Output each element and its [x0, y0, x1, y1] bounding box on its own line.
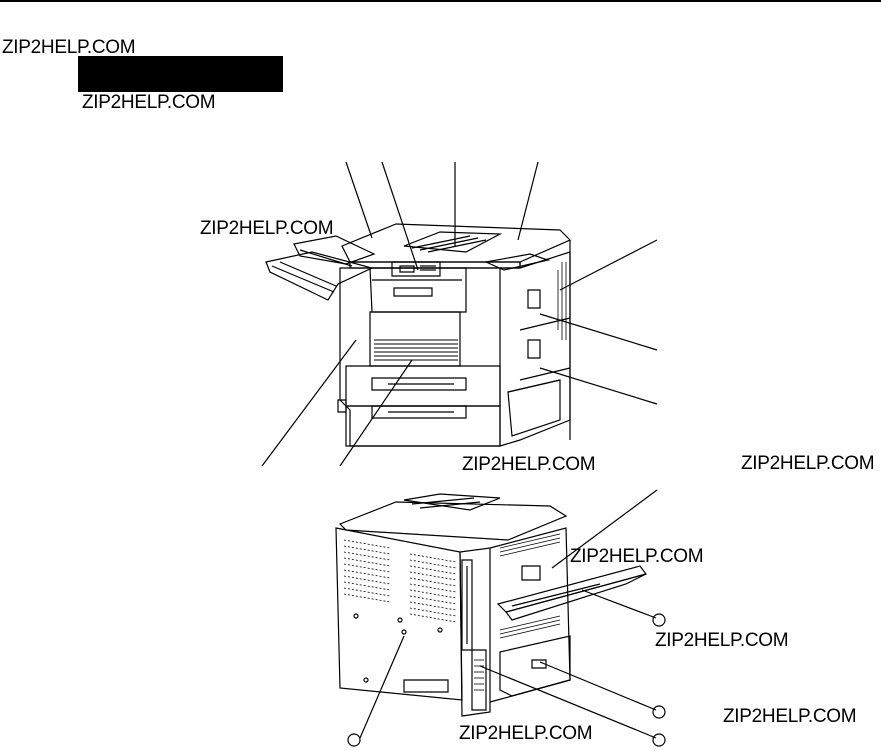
redacted-title-bar [78, 56, 283, 92]
watermark-text: ZIP2HELP.COM [655, 630, 789, 651]
watermark-text: ZIP2HELP.COM [459, 723, 593, 744]
watermark-text: ZIP2HELP.COM [570, 546, 704, 567]
watermark-text: ZIP2HELP.COM [741, 453, 875, 474]
watermark-text: ZIP2HELP.COM [2, 37, 136, 58]
printer-rear-figure [336, 490, 665, 746]
printer-front-figure [262, 162, 657, 466]
watermark-text: ZIP2HELP.COM [723, 706, 857, 727]
watermark-text: ZIP2HELP.COM [462, 454, 596, 475]
header-rule [0, 0, 881, 2]
watermark-text: ZIP2HELP.COM [82, 92, 216, 113]
watermark-text: ZIP2HELP.COM [200, 218, 334, 239]
